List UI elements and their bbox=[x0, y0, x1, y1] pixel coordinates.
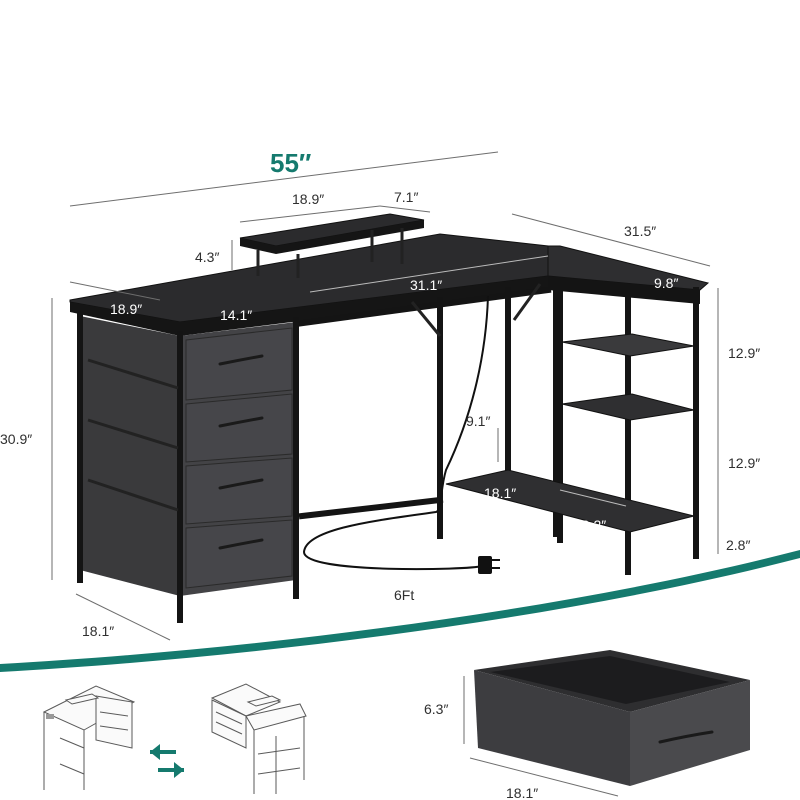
top-surface-dimensions: 18.9″ 14.1″ 31.1″ 9.8″ bbox=[69, 255, 678, 323]
riser-depth-label: 7.1″ bbox=[394, 189, 418, 205]
return-length-label: 31.5″ bbox=[624, 223, 656, 239]
drawer-width-label: 18.1″ bbox=[506, 785, 538, 800]
riser-dimensions: 18.9″ 7.1″ 4.3″ bbox=[195, 189, 431, 270]
main-top-length-label: 31.1″ bbox=[410, 277, 442, 293]
bottom-clearance-label: 2.8″ bbox=[726, 537, 750, 553]
lower-shelf-length-label: 18.1″ bbox=[484, 485, 516, 501]
drawer-handle-1 bbox=[218, 354, 264, 366]
power-cord bbox=[302, 295, 500, 574]
shelf-unit bbox=[445, 287, 699, 575]
return-depth-label: 9.8″ bbox=[654, 275, 678, 291]
desk-depth-label: 18.9″ bbox=[110, 301, 142, 317]
drawer-tower bbox=[77, 311, 299, 623]
drawer-handle-3 bbox=[218, 478, 264, 490]
config-right-sketch bbox=[210, 683, 307, 794]
total-width-label: 55″ bbox=[270, 148, 311, 178]
height-dimensions: 30.9″ 12.9″ 12.9″ 2.8″ 9.1″ 18.1″ 10.2″ … bbox=[0, 288, 760, 641]
monitor-riser bbox=[239, 213, 425, 278]
riser-height-label: 4.3″ bbox=[195, 249, 219, 265]
shelf-gap-upper-label: 12.9″ bbox=[728, 345, 760, 361]
riser-width-label: 18.9″ bbox=[292, 191, 324, 207]
total-width-dimension: 55″ bbox=[69, 148, 499, 207]
drawer-handle-2 bbox=[218, 416, 264, 428]
base-depth-label: 18.1″ bbox=[82, 623, 114, 639]
return-dimensions: 31.5″ bbox=[511, 213, 711, 267]
section-divider bbox=[0, 550, 800, 672]
drawer-height-label: 6.3″ bbox=[424, 701, 448, 717]
fabric-drawer-handle bbox=[658, 730, 714, 744]
desk-height-label: 30.9″ bbox=[0, 431, 32, 447]
lower-shelf-depth-label: 10.2″ bbox=[574, 517, 606, 533]
desk-frame bbox=[292, 283, 552, 539]
leg-clearance-label: 9.1″ bbox=[466, 413, 490, 429]
fabric-drawer: 6.3″ 18.1″ bbox=[424, 650, 750, 800]
drawer-section-width-label: 14.1″ bbox=[220, 307, 252, 323]
cord-length-label: 6Ft bbox=[394, 587, 414, 603]
drawer-handle-4 bbox=[218, 538, 264, 550]
shelf-gap-lower-label: 12.9″ bbox=[728, 455, 760, 471]
config-left-sketch bbox=[42, 685, 136, 790]
plug-icon bbox=[478, 556, 492, 574]
swap-arrows-icon bbox=[150, 744, 184, 778]
desk-top bbox=[69, 233, 710, 336]
